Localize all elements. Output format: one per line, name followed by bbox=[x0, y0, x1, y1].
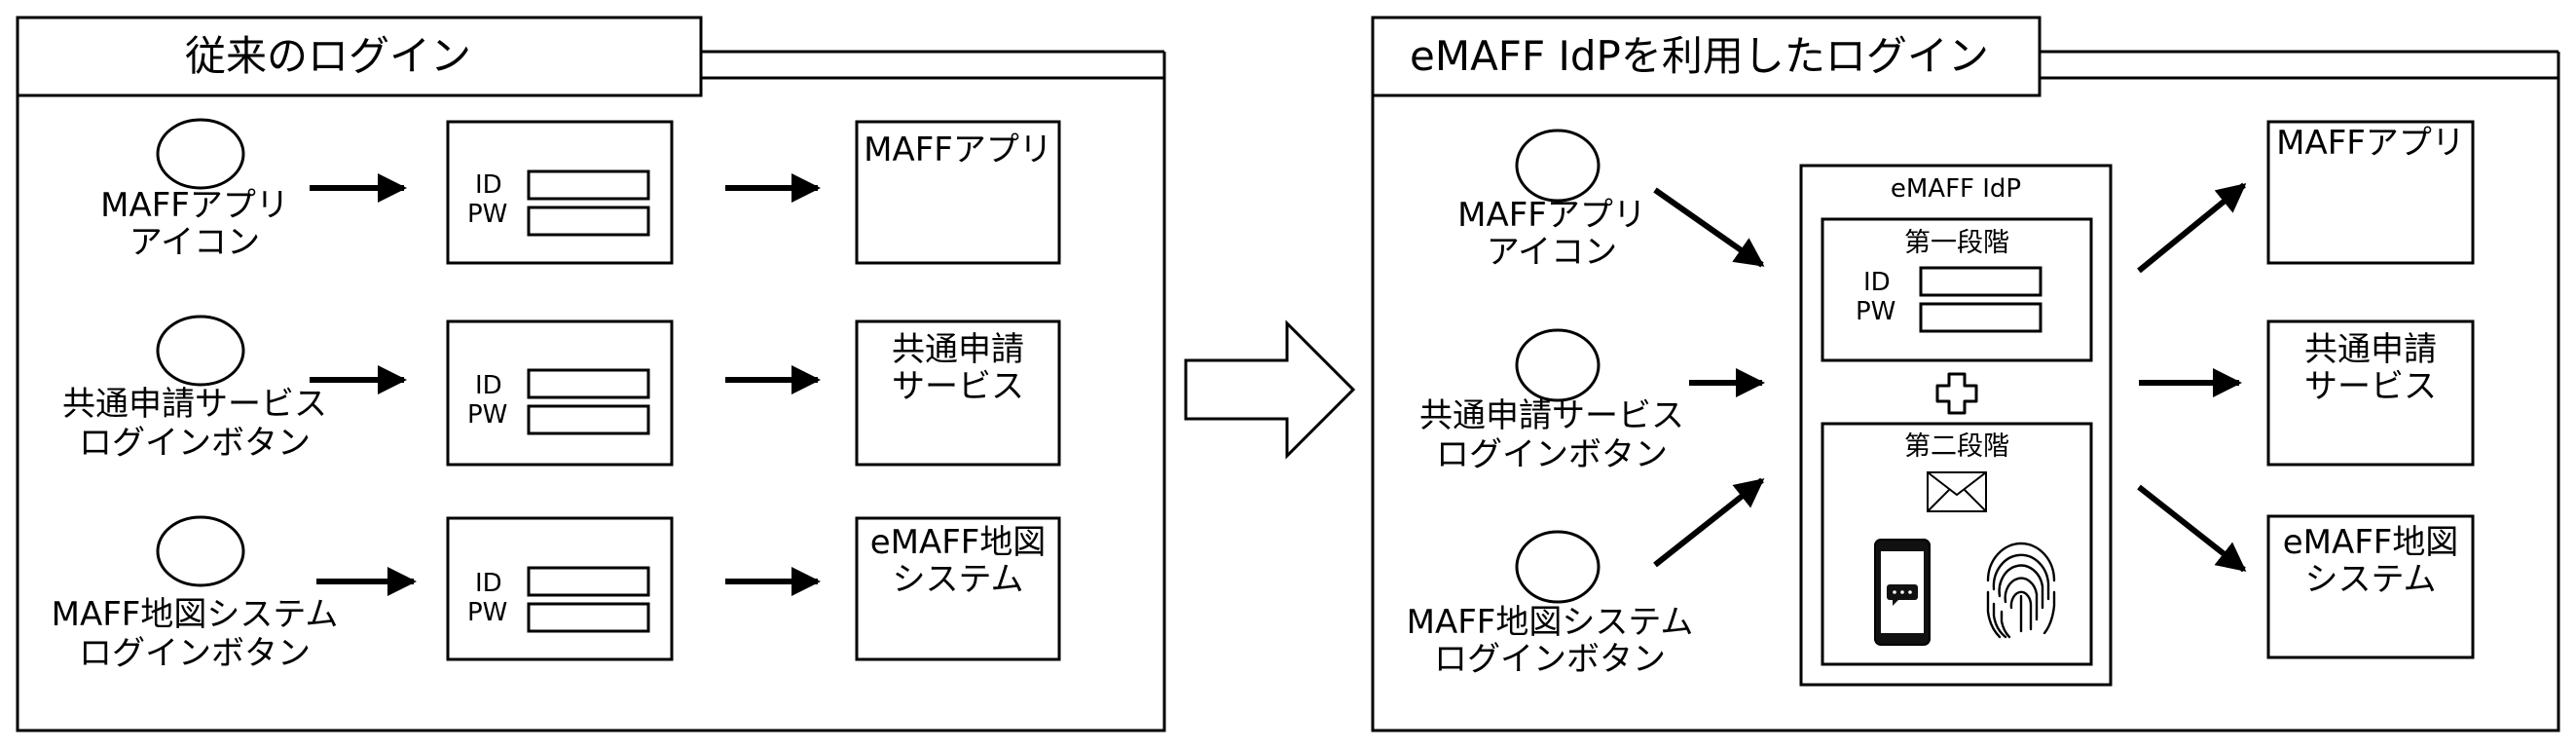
idp-panel-title: eMAFF IdPを利用したログイン bbox=[1410, 32, 1989, 80]
source-label-line2: ログインボタン bbox=[1436, 435, 1668, 474]
stage1-title: 第一段階 bbox=[1904, 228, 2009, 258]
destination-label-line2: システム bbox=[2305, 560, 2437, 599]
idp-login-panel: eMAFF IdPを利用したログイン MAFFアプリ アイコン 共通申請サービス… bbox=[1371, 16, 2560, 732]
stage1-box bbox=[1821, 217, 2093, 362]
id-input-box bbox=[527, 169, 650, 201]
id-input-box bbox=[527, 566, 650, 597]
source-icon-circle bbox=[156, 118, 245, 190]
pw-input-box bbox=[527, 602, 650, 633]
flow-arrow bbox=[2137, 182, 2247, 274]
source-label-line2: ログインボタン bbox=[1434, 640, 1666, 679]
source-label-line2: アイコン bbox=[1487, 233, 1617, 272]
legacy-panel-title-box bbox=[16, 16, 703, 97]
source-label-line2: ログインボタン bbox=[79, 634, 311, 673]
source-icon-circle bbox=[156, 515, 245, 587]
source-label-line2: ログインボタン bbox=[79, 424, 311, 463]
source-label-line1: 共通申請サービス bbox=[62, 385, 327, 424]
source-label-line1: 共通申請サービス bbox=[1419, 396, 1684, 435]
destination-box bbox=[2266, 514, 2475, 659]
id-label: ID bbox=[1863, 268, 1891, 297]
pw-label: PW bbox=[1856, 297, 1895, 326]
idp-box: eMAFF IdP 第一段階 ID PW 第二段階 bbox=[1799, 164, 2113, 687]
destination-box bbox=[2266, 319, 2475, 467]
pw-label: PW bbox=[467, 200, 507, 229]
id-label: ID bbox=[475, 569, 502, 598]
source-icon-circle bbox=[1515, 129, 1601, 203]
legacy-panel-title: 従来のログイン bbox=[185, 32, 471, 80]
destination-box bbox=[855, 319, 1061, 467]
login-form: ID PW bbox=[446, 319, 674, 467]
destination-label-line1: eMAFF地図 bbox=[2283, 523, 2459, 562]
source-label-line1: MAFFアプリ bbox=[1457, 196, 1646, 235]
stage2-box bbox=[1821, 422, 2093, 666]
id-input-box bbox=[527, 368, 650, 399]
source-icon-circle bbox=[156, 315, 245, 387]
login-form: ID PW bbox=[446, 120, 674, 265]
destination-label-line1: 共通申請 bbox=[892, 330, 1024, 369]
pw-input-box bbox=[527, 404, 650, 435]
destination-label-line1: MAFFアプリ bbox=[2276, 124, 2465, 163]
destination-label-line1: eMAFF地図 bbox=[870, 523, 1047, 562]
destination-box bbox=[855, 516, 1061, 661]
pw-input-box bbox=[1919, 302, 2042, 333]
destination-label-line2: サービス bbox=[2304, 367, 2437, 406]
source-label-line1: MAFFアプリ bbox=[100, 186, 289, 225]
id-label: ID bbox=[475, 170, 502, 200]
id-input-box bbox=[1919, 266, 2042, 297]
stage2-title: 第二段階 bbox=[1904, 431, 2009, 462]
source-icon-circle bbox=[1515, 328, 1601, 402]
destination-label-line2: サービス bbox=[892, 367, 1024, 406]
smartphone-icon bbox=[1874, 539, 1931, 646]
flow-arrow bbox=[2137, 484, 2247, 573]
flow-arrow bbox=[1653, 187, 1765, 268]
flow-arrow bbox=[1653, 477, 1765, 568]
destination-box bbox=[855, 120, 1061, 265]
legacy-login-panel: 従来のログイン MAFFアプリ アイコン 共通申請サービス ログインボタン MA… bbox=[16, 16, 1166, 732]
pw-label: PW bbox=[467, 598, 507, 627]
source-label-line1: MAFF地図システム bbox=[1407, 603, 1694, 642]
pw-input-box bbox=[527, 206, 650, 237]
idp-title: eMAFF IdP bbox=[1891, 174, 2021, 204]
id-label: ID bbox=[475, 371, 502, 400]
pw-label: PW bbox=[467, 400, 507, 430]
destination-label-line2: システム bbox=[893, 560, 1024, 599]
idp-panel-title-box bbox=[1371, 16, 2042, 97]
destination-label-line1: 共通申請 bbox=[2304, 330, 2437, 369]
plus-icon bbox=[1935, 372, 1978, 415]
source-label-line2: アイコン bbox=[129, 223, 260, 262]
login-form: ID PW bbox=[446, 516, 674, 661]
transition-arrow-icon bbox=[1184, 319, 1356, 460]
destination-label-line1: MAFFアプリ bbox=[864, 131, 1052, 169]
fingerprint-icon bbox=[1986, 542, 2056, 639]
destination-box bbox=[2266, 120, 2475, 265]
source-icon-circle bbox=[1515, 530, 1601, 604]
envelope-icon bbox=[1927, 471, 1987, 512]
source-label-line1: MAFF地図システム bbox=[52, 595, 339, 634]
